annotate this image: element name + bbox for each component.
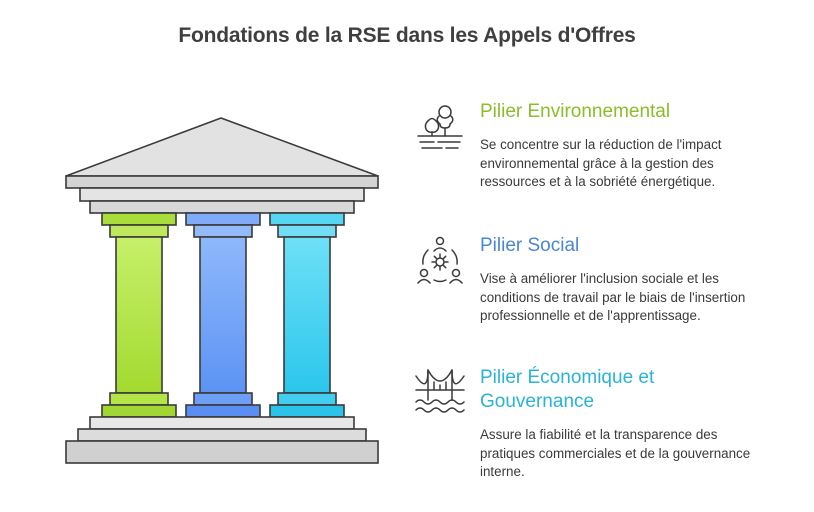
bridge-water-icon [415,369,465,413]
pillar-description: Vise à améliorer l'inclusion sociale et … [480,271,746,323]
temple-step-3 [65,440,379,464]
pillar-heading: Pilier Social [480,235,580,256]
temple-entablature [79,187,365,202]
pillar-heading: Pilier Environnemental [480,101,671,122]
pillar-description: Se concentre sur la réduction de l'impac… [480,137,722,189]
people-gear-icon [417,236,463,284]
temple-step-1 [89,416,355,430]
diagram-title: Fondations de la RSE dans les Appels d'O… [178,24,636,47]
temple-architrave [89,200,355,214]
temple-roof [65,117,379,177]
trees-landscape-icon [417,105,463,149]
pillar-description: Assure la fiabilité et la transparence d… [480,427,751,479]
pillar-heading: Pilier Économique et Gouvernance [480,367,655,412]
column-social [185,212,261,418]
temple-illustration [65,117,379,464]
column-economic [269,212,345,418]
column-environmental [101,212,177,418]
temple-step-2 [77,428,367,442]
temple-roof-base [65,175,379,189]
